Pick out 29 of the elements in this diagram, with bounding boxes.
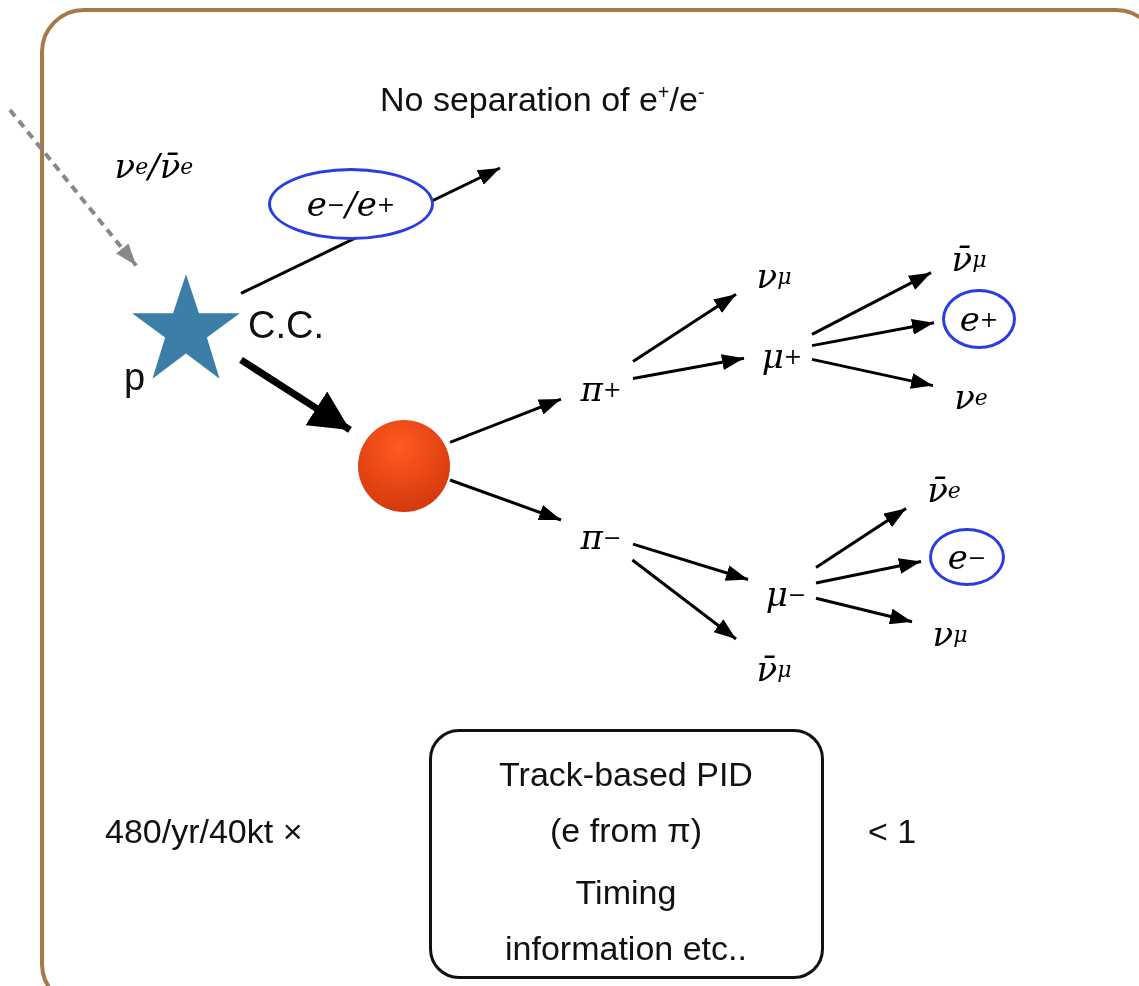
circled-edge-label: e$^{−}$/e$^{+}$ xyxy=(268,168,434,240)
particle-label: π$^{−}$ xyxy=(569,514,633,560)
arrow xyxy=(449,397,562,444)
arrow xyxy=(632,354,745,380)
arrow xyxy=(632,292,737,363)
arrow xyxy=(811,318,935,348)
particle-label: μ$^{−}$ xyxy=(756,571,816,617)
circled-particle-label: e$^{+}$ xyxy=(942,289,1016,349)
arrow xyxy=(815,596,913,625)
result-text: < 1 xyxy=(868,812,917,851)
arrow xyxy=(815,507,907,569)
arrow xyxy=(815,558,922,585)
arrow xyxy=(631,558,737,641)
note-text: No separation of e$^{+}$/e$^{-}$ xyxy=(380,80,705,119)
arrow xyxy=(811,271,932,336)
method-text: Track-based PID (e from π) xyxy=(498,754,754,851)
node-caption: C.C. xyxy=(248,304,324,347)
info-box xyxy=(428,729,824,979)
arrow xyxy=(449,478,562,522)
particle-label: π$^{+}$ xyxy=(569,366,633,412)
arrow xyxy=(239,356,352,433)
arrow xyxy=(811,357,934,389)
circled-particle-label: e$^{−}$ xyxy=(929,528,1005,586)
rate-text: 480/yr/40kt × xyxy=(105,812,303,851)
arrow xyxy=(8,108,138,267)
method-text: Timing information etc.. xyxy=(504,872,748,969)
node-caption: p xyxy=(124,356,146,399)
arrow xyxy=(632,542,749,581)
particle-label: μ$^{+}$ xyxy=(752,333,812,379)
